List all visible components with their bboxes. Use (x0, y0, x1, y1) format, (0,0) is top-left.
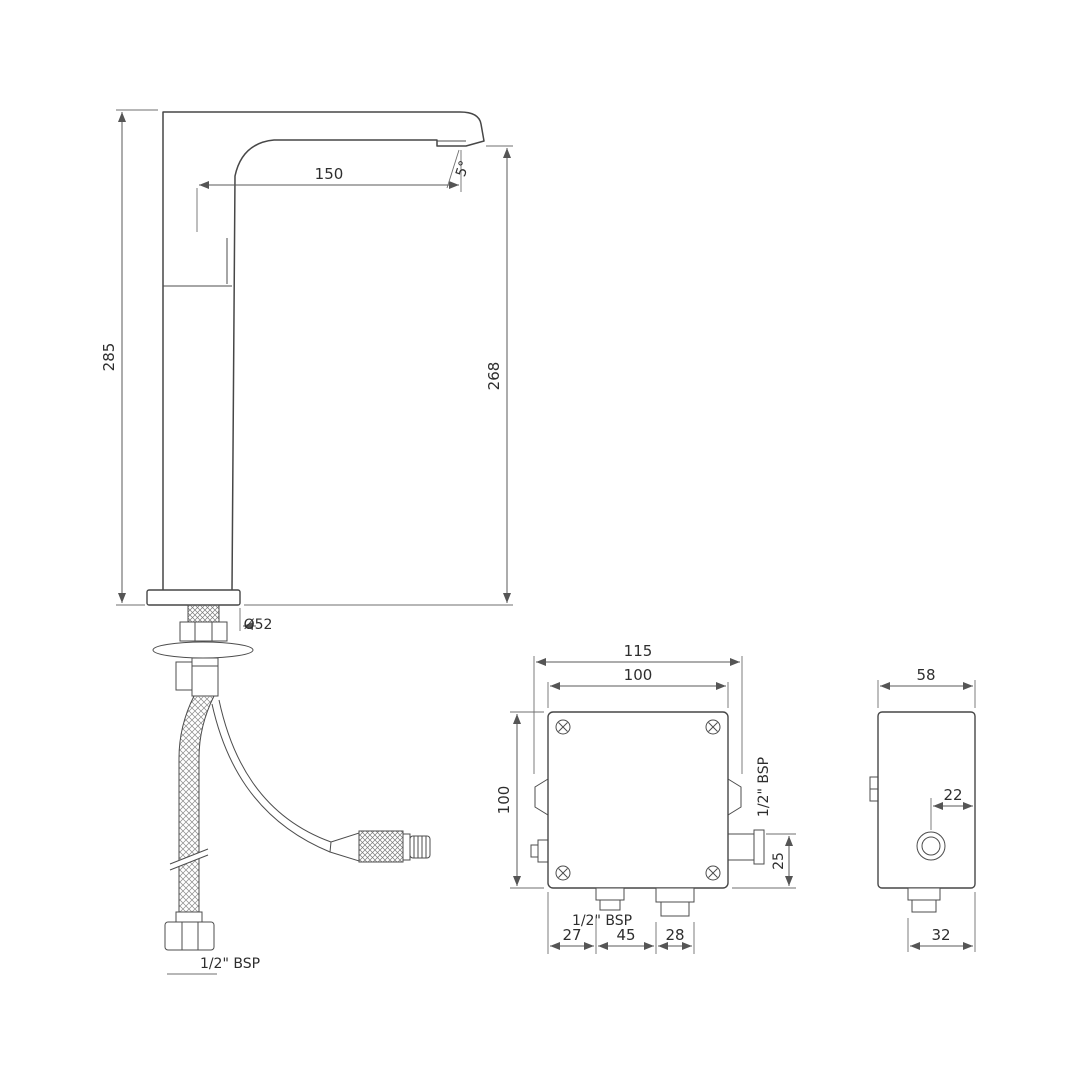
braided-hose-texture (179, 696, 214, 912)
dim-base-diameter-label: Ø52 (244, 617, 273, 633)
dim-total-height-label: 285 (100, 343, 118, 372)
faucet-dimensions: 285 268 150 5° Ø52 1/2" BSP (100, 109, 513, 975)
dim-outlet-offset-label: 22 (943, 786, 962, 804)
connector-boot (329, 832, 360, 862)
dim-bottom-spacing-2-label: 45 (616, 926, 635, 944)
side-port-thread-label: 1/2" BSP (756, 757, 772, 817)
left-fitting-tip (530, 844, 539, 858)
mounting-ear-right (727, 778, 742, 816)
sensor-cable-lower-edge (211, 703, 331, 853)
control-box-side-view: 58 22 32 (869, 666, 976, 952)
hose-collar (175, 911, 203, 923)
side-bottom-port-neck (907, 887, 941, 901)
hose-left-edge (178, 695, 195, 912)
sealing-washer (152, 641, 254, 659)
hose-break-line (169, 848, 209, 865)
corner-screw (555, 719, 571, 735)
hose-break-line (169, 854, 209, 871)
right-port-stub (727, 833, 755, 861)
corner-screw (555, 865, 571, 881)
corner-screw (705, 719, 721, 735)
right-port-collar (753, 829, 765, 865)
dim-bottom-port-width-label: 32 (931, 926, 950, 944)
control-box-front-view: 115 100 100 1/2" BSP 25 1/2" BSP 27 45 2… (495, 642, 796, 954)
hose-end-nut (164, 921, 215, 951)
dim-side-port-offset-label: 25 (771, 852, 787, 870)
dim-bottom-spacing-3-label: 28 (665, 926, 684, 944)
faucet-side-view (146, 111, 485, 951)
bottom-port-right-tip (660, 901, 690, 917)
side-outlet-inner-circle (921, 836, 941, 856)
dim-spout-reach-label: 150 (315, 165, 344, 183)
connector-ring (402, 833, 411, 861)
left-fitting (537, 839, 549, 863)
dim-outlet-height-label: 268 (485, 362, 503, 391)
corner-screw (705, 865, 721, 881)
hose-right-edge (198, 695, 215, 912)
side-outlet-block (175, 661, 193, 691)
connector-knurled-ring (358, 830, 404, 863)
bottom-port-left-tip (599, 899, 621, 911)
dim-body-width-label: 100 (624, 666, 653, 684)
base-flange (146, 589, 241, 606)
control-box-body (547, 711, 729, 889)
faucet-body-outline (162, 111, 485, 591)
side-bottom-port-tip (911, 899, 937, 913)
dim-bottom-spacing-1-label: 27 (562, 926, 581, 944)
hose-thread-label: 1/2" BSP (200, 956, 260, 972)
bottom-port-left-neck (595, 887, 625, 901)
sensor-cable-upper-edge (218, 699, 332, 843)
hose-break-gap (170, 849, 208, 870)
mounting-ear-left (534, 778, 549, 816)
dim-depth-label: 58 (916, 666, 935, 684)
bottom-port-thread-label: 1/2" BSP (572, 913, 632, 929)
dim-overall-width-label: 115 (624, 642, 653, 660)
threaded-shank (187, 604, 220, 623)
dim-body-height-label: 100 (495, 786, 513, 815)
connector-end-cap (409, 835, 431, 859)
mounting-nut (179, 621, 228, 642)
dim-spout-angle-label: 5° (453, 159, 473, 179)
lower-cylinder (191, 657, 219, 697)
bottom-port-right-neck (655, 887, 695, 903)
